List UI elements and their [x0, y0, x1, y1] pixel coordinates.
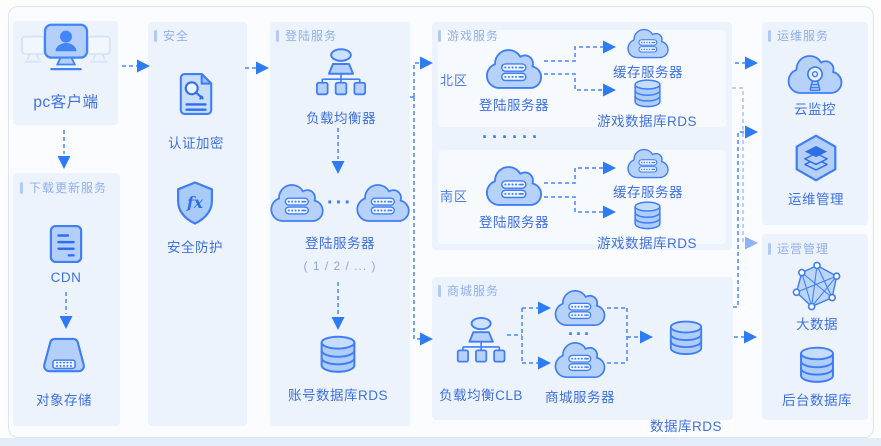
- title-bar: [768, 242, 771, 255]
- mall-clb-node: 负载均衡CLB: [439, 312, 523, 404]
- game-section-title: 游戏服务: [438, 27, 499, 44]
- pc-client-node: pc客户端: [19, 22, 113, 112]
- pc-client-icon: [21, 23, 111, 71]
- login-servers-label: 登陆服务器: [304, 236, 375, 251]
- clb-load-balancer-icon: [455, 312, 507, 368]
- game-south-cache-node: 缓存服务器: [613, 148, 683, 201]
- ops-panel: [762, 22, 868, 225]
- login-db-node: 账号数据库RDS: [288, 334, 388, 404]
- mall-servers-label: 商城服务器: [545, 390, 615, 405]
- download-section-title: 下载更新服务: [20, 179, 107, 196]
- cloud-monitor-node: 云监控: [787, 54, 843, 118]
- cdn-icon: [49, 224, 83, 264]
- login-section-title: 登陆服务: [276, 27, 337, 44]
- game-north-server-label: 登陆服务器: [479, 98, 549, 113]
- cache-server-icon: [627, 148, 669, 179]
- load-balancer-icon: [314, 47, 368, 97]
- object-storage-node: 对象存储: [36, 337, 92, 409]
- ops-manage-node: 运维管理: [788, 133, 844, 208]
- database-icon: [795, 345, 839, 385]
- bigdata-graph-icon: [792, 261, 841, 311]
- ops-section-title: 运维服务: [768, 27, 829, 44]
- mall-db-label: 数据库RDS: [650, 419, 723, 434]
- cdn-node: CDN: [49, 224, 83, 285]
- title-bar: [438, 29, 441, 42]
- object-storage-label: 对象存储: [36, 393, 92, 408]
- cloud-server-icon: [554, 289, 606, 327]
- shield-fx-icon: fx: [177, 181, 213, 225]
- login-lb-label: 负载均衡器: [306, 111, 376, 126]
- bigdata-label: 大数据: [796, 317, 838, 332]
- title-bar: [768, 29, 771, 42]
- cloud-server-icon: [485, 48, 543, 90]
- cloud-monitor-label: 云监控: [794, 102, 836, 117]
- game-title-text: 游戏服务: [447, 29, 500, 43]
- cloud-server-icon: [270, 183, 324, 223]
- game-north-cache-node: 缓存服务器: [613, 28, 683, 81]
- mgmt-title-text: 运营管理: [777, 242, 830, 256]
- login-lb-node: 负载均衡器: [306, 47, 376, 127]
- game-north-zone-label: 北区: [440, 73, 469, 88]
- game-south-cache-label: 缓存服务器: [613, 185, 683, 200]
- game-south-server-label: 登陆服务器: [479, 215, 549, 230]
- ops-hexagon-layers-icon: [795, 134, 837, 182]
- pc-client-label: pc客户端: [33, 94, 99, 111]
- ops-manage-label: 运维管理: [788, 192, 844, 207]
- cloud-monitor-icon: [787, 54, 843, 95]
- title-bar: [438, 284, 441, 297]
- bigdata-node: 大数据: [792, 261, 842, 333]
- mgmt-section-title: 运营管理: [768, 240, 829, 257]
- game-north-db-label: 游戏数据库RDS: [596, 114, 698, 129]
- game-north-server-node: 登陆服务器: [479, 48, 549, 114]
- auth-document-icon: [179, 73, 213, 115]
- cloud-server-icon: [485, 165, 543, 207]
- svg-text:fx: fx: [186, 193, 204, 212]
- auth-encrypt-node: 认证加密: [168, 72, 224, 152]
- game-south-server-node: 登陆服务器: [479, 165, 549, 231]
- login-title-text: 登陆服务: [285, 29, 338, 43]
- security-section-title: 安全: [154, 27, 189, 44]
- database-icon: [630, 78, 663, 109]
- cdn-label: CDN: [50, 270, 82, 285]
- auth-encrypt-label: 认证加密: [168, 136, 224, 151]
- object-storage-icon: [43, 337, 85, 373]
- login-servers-count: ( 1 / 2 / ... ): [303, 259, 377, 273]
- game-south-zone-label: 南区: [440, 189, 469, 204]
- ellipsis-dots: ···: [568, 324, 592, 344]
- database-icon: [630, 200, 663, 231]
- cache-server-icon: [627, 28, 669, 59]
- download-title-text: 下载更新服务: [29, 181, 108, 195]
- page-bottom-strip: [0, 438, 881, 446]
- mall-title-text: 商城服务: [447, 284, 500, 298]
- login-servers-node: ··· 登陆服务器 ( 1 / 2 / ... ): [270, 183, 410, 273]
- security-title-text: 安全: [163, 29, 190, 43]
- title-bar: [20, 181, 23, 194]
- ops-title-text: 运维服务: [777, 29, 830, 43]
- mall-servers-node: ··· 商城服务器: [545, 289, 615, 406]
- security-shield-node: fx 安全防护: [167, 180, 223, 256]
- backend-db-label: 后台数据库: [782, 393, 852, 408]
- cloud-server-icon: [554, 341, 606, 379]
- cloud-server-icon: [356, 183, 410, 223]
- login-db-label: 账号数据库RDS: [287, 388, 389, 403]
- game-north-cache-label: 缓存服务器: [613, 65, 683, 80]
- title-bar: [154, 29, 157, 42]
- title-bar: [276, 29, 279, 42]
- security-shield-label: 安全防护: [167, 240, 223, 255]
- backend-db-node: 后台数据库: [782, 345, 852, 409]
- ellipsis-dots: ···: [327, 192, 353, 214]
- mall-db-node: 数据库RDS: [650, 319, 722, 434]
- game-zone-separator: ······: [482, 127, 542, 147]
- game-south-db-label: 游戏数据库RDS: [596, 236, 698, 251]
- database-icon: [316, 334, 360, 375]
- mall-section-title: 商城服务: [438, 282, 499, 299]
- game-south-db-node: 游戏数据库RDS: [597, 200, 697, 252]
- login-server-clouds: ···: [270, 183, 410, 223]
- mall-clb-label: 负载均衡CLB: [439, 388, 523, 403]
- database-icon: [665, 319, 707, 357]
- game-north-db-node: 游戏数据库RDS: [597, 78, 697, 130]
